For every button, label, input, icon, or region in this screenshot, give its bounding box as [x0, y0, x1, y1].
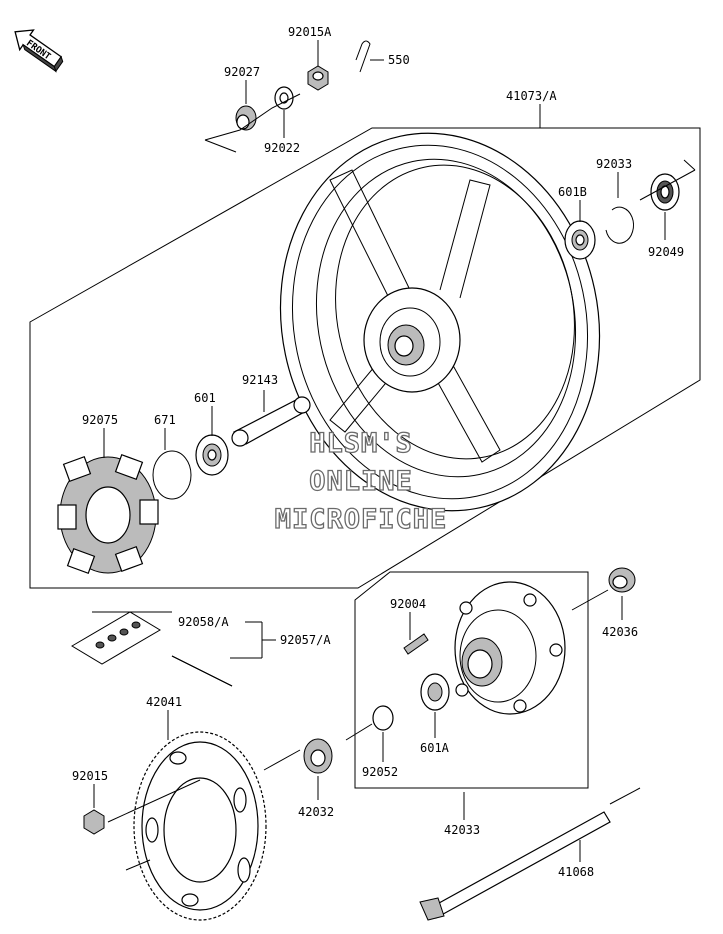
- chain-link-kit-92058a: [71, 611, 161, 665]
- label-671: 671: [154, 413, 176, 427]
- castle-nut-92015a: [307, 65, 329, 91]
- washer-92022: [274, 86, 294, 110]
- label-601: 601: [194, 391, 216, 405]
- stud-92004: [403, 633, 429, 655]
- washer-92052: [372, 705, 394, 731]
- label-92052: 92052: [362, 765, 398, 779]
- label-42041: 42041: [146, 695, 182, 709]
- label-41068: 41068: [558, 865, 594, 879]
- circlip-92033: [605, 206, 634, 244]
- watermark-line-1: HLSM'S: [309, 428, 413, 459]
- sprocket-42041: [133, 731, 267, 921]
- hub-assembly-frame: [354, 571, 589, 789]
- collar-42036: [608, 567, 636, 593]
- label-42036: 42036: [602, 625, 638, 639]
- label-42033: 42033: [444, 823, 480, 837]
- label-42032: 42032: [298, 805, 334, 819]
- watermark-line-2: ONLINE: [309, 466, 413, 497]
- rear-wheel-rim: [279, 132, 601, 512]
- label-92058a: 92058/A: [178, 615, 229, 629]
- cush-damper-92075: [57, 454, 159, 574]
- label-92015a: 92015A: [288, 25, 332, 39]
- label-92022: 92022: [264, 141, 300, 155]
- label-92057a: 92057/A: [280, 633, 331, 647]
- label-41073a: 41073/A: [506, 89, 557, 103]
- label-92033: 92033: [596, 157, 632, 171]
- label-550: 550: [388, 53, 410, 67]
- drive-chain-92057a: [171, 655, 233, 687]
- front-arrow-badge: FRONT: [14, 29, 64, 73]
- o-ring-671: [152, 450, 192, 500]
- label-92015: 92015: [72, 769, 108, 783]
- watermark-line-3: MICROFICHE: [275, 504, 448, 535]
- bearing-601a: [420, 673, 450, 711]
- leader-lines: [92, 40, 696, 871]
- nut-92015: [83, 809, 105, 835]
- label-92004: 92004: [390, 597, 426, 611]
- label-601a: 601A: [420, 741, 450, 755]
- wheel-assembly-frame: [29, 127, 701, 589]
- bearing-601b: [564, 220, 596, 260]
- label-92075: 92075: [82, 413, 118, 427]
- label-92027: 92027: [224, 65, 260, 79]
- axle-41068: [419, 811, 611, 921]
- label-601b: 601B: [558, 185, 587, 199]
- label-92049: 92049: [648, 245, 684, 259]
- bearing-601: [195, 434, 229, 476]
- collar-42032: [303, 738, 333, 774]
- cotter-pin-550: [355, 40, 371, 73]
- spacer-tube-92143: [231, 396, 311, 447]
- coupling-hub-42033: [454, 581, 566, 715]
- label-92143: 92143: [242, 373, 278, 387]
